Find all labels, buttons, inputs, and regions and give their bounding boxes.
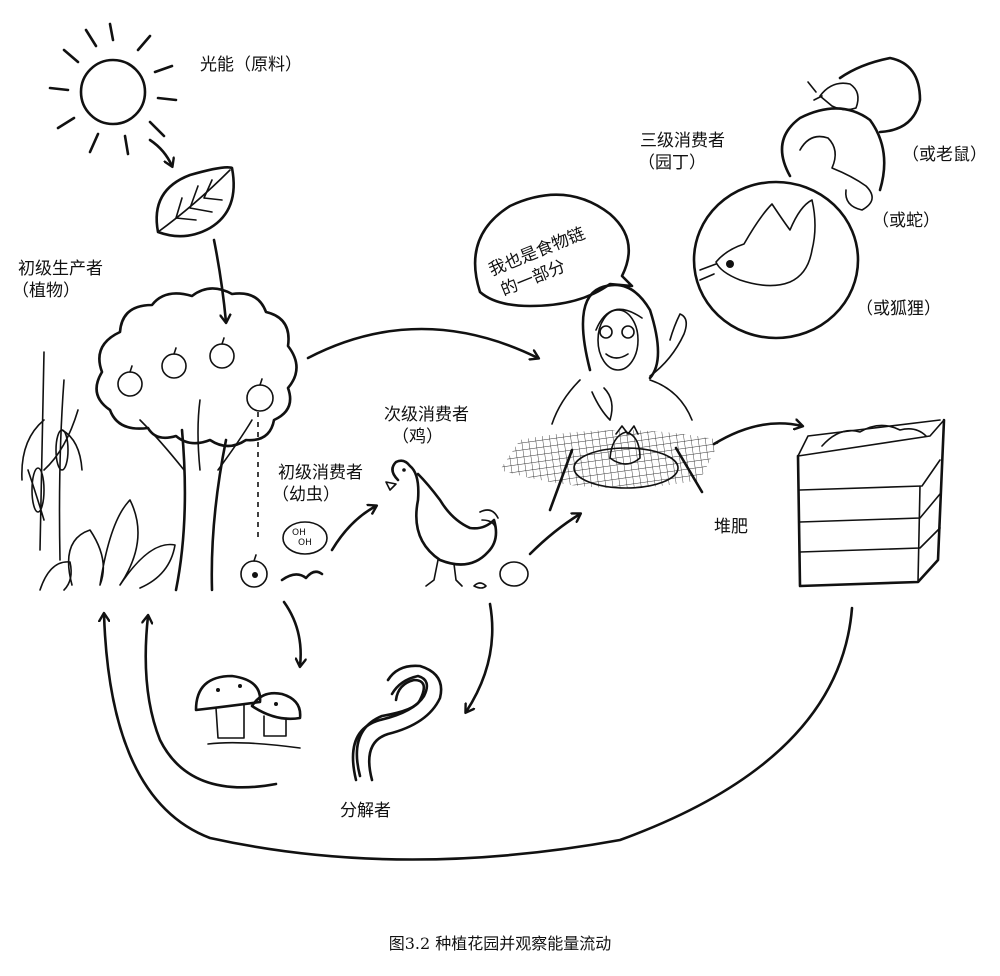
- apple-tree-icon: [95, 287, 298, 592]
- arrow-tree-to-mushrooms: [282, 600, 301, 666]
- tertiary-consumer-sublabel: （园丁）: [638, 153, 706, 173]
- fox-icon: [692, 180, 860, 340]
- earthworm-icon: [351, 664, 443, 782]
- fork-icon: [674, 446, 704, 494]
- mouse-label: （或老鼠）: [902, 145, 987, 165]
- speech-bubble: [473, 193, 634, 308]
- gardener-icon: [551, 283, 693, 425]
- knife-icon: [548, 448, 574, 512]
- producer-label: 初级生产者: [18, 259, 103, 279]
- figure-caption: 图3.2 种植花园并观察能量流动: [388, 934, 612, 953]
- plate-icon: [573, 425, 679, 489]
- grub-icon: [280, 521, 328, 582]
- mouse-icon: [807, 56, 922, 134]
- arrow-chicken-to-gardener: [528, 514, 580, 556]
- droppings-icon: [473, 582, 487, 589]
- leaf-icon: [155, 166, 235, 238]
- arrow-grub-to-chicken: [330, 506, 376, 552]
- arrow-leaf-to-tree: [212, 238, 226, 322]
- tablecloth-icon: [500, 430, 720, 488]
- arrow-tree-to-gardener: [306, 327, 538, 358]
- tertiary-consumer-label: 三级消费者: [640, 131, 725, 151]
- primary-consumer-sublabel: （幼虫）: [272, 485, 340, 505]
- mushroom-icon: [194, 674, 302, 749]
- producer-sublabel: （植物）: [12, 281, 80, 301]
- secondary-consumer-label: 次级消费者: [384, 405, 469, 425]
- decomposer-label: 分解者: [340, 801, 391, 821]
- arrow-compost-to-plants: [104, 606, 854, 861]
- primary-consumer-label: 初级消费者: [278, 463, 363, 483]
- snake-icon: [780, 107, 886, 211]
- egg-icon: [499, 561, 529, 587]
- corn-plant-icon: [21, 351, 83, 561]
- secondary-consumer-sublabel: （鸡）: [392, 427, 443, 447]
- arrow-decomposers-to-plants: [146, 616, 278, 789]
- compost-bin-icon: [796, 418, 946, 588]
- sun-label: 光能（原料）: [200, 55, 302, 75]
- chicken-icon: [385, 459, 499, 587]
- sun-icon: [48, 22, 178, 156]
- spinach-plant-icon: [39, 499, 176, 591]
- fox-label: （或狐狸）: [856, 299, 941, 319]
- snake-label: （或蛇）: [872, 211, 940, 231]
- arrow-gardener-to-compost: [712, 423, 802, 446]
- grub-sound-2: OH: [298, 538, 312, 548]
- arrow-sun-to-leaf: [148, 138, 172, 166]
- grub-sound-1: OH: [292, 528, 306, 538]
- compost-label: 堆肥: [714, 517, 748, 537]
- fallen-apple-icon: [240, 554, 268, 588]
- arrow-chicken-to-worm: [466, 602, 494, 712]
